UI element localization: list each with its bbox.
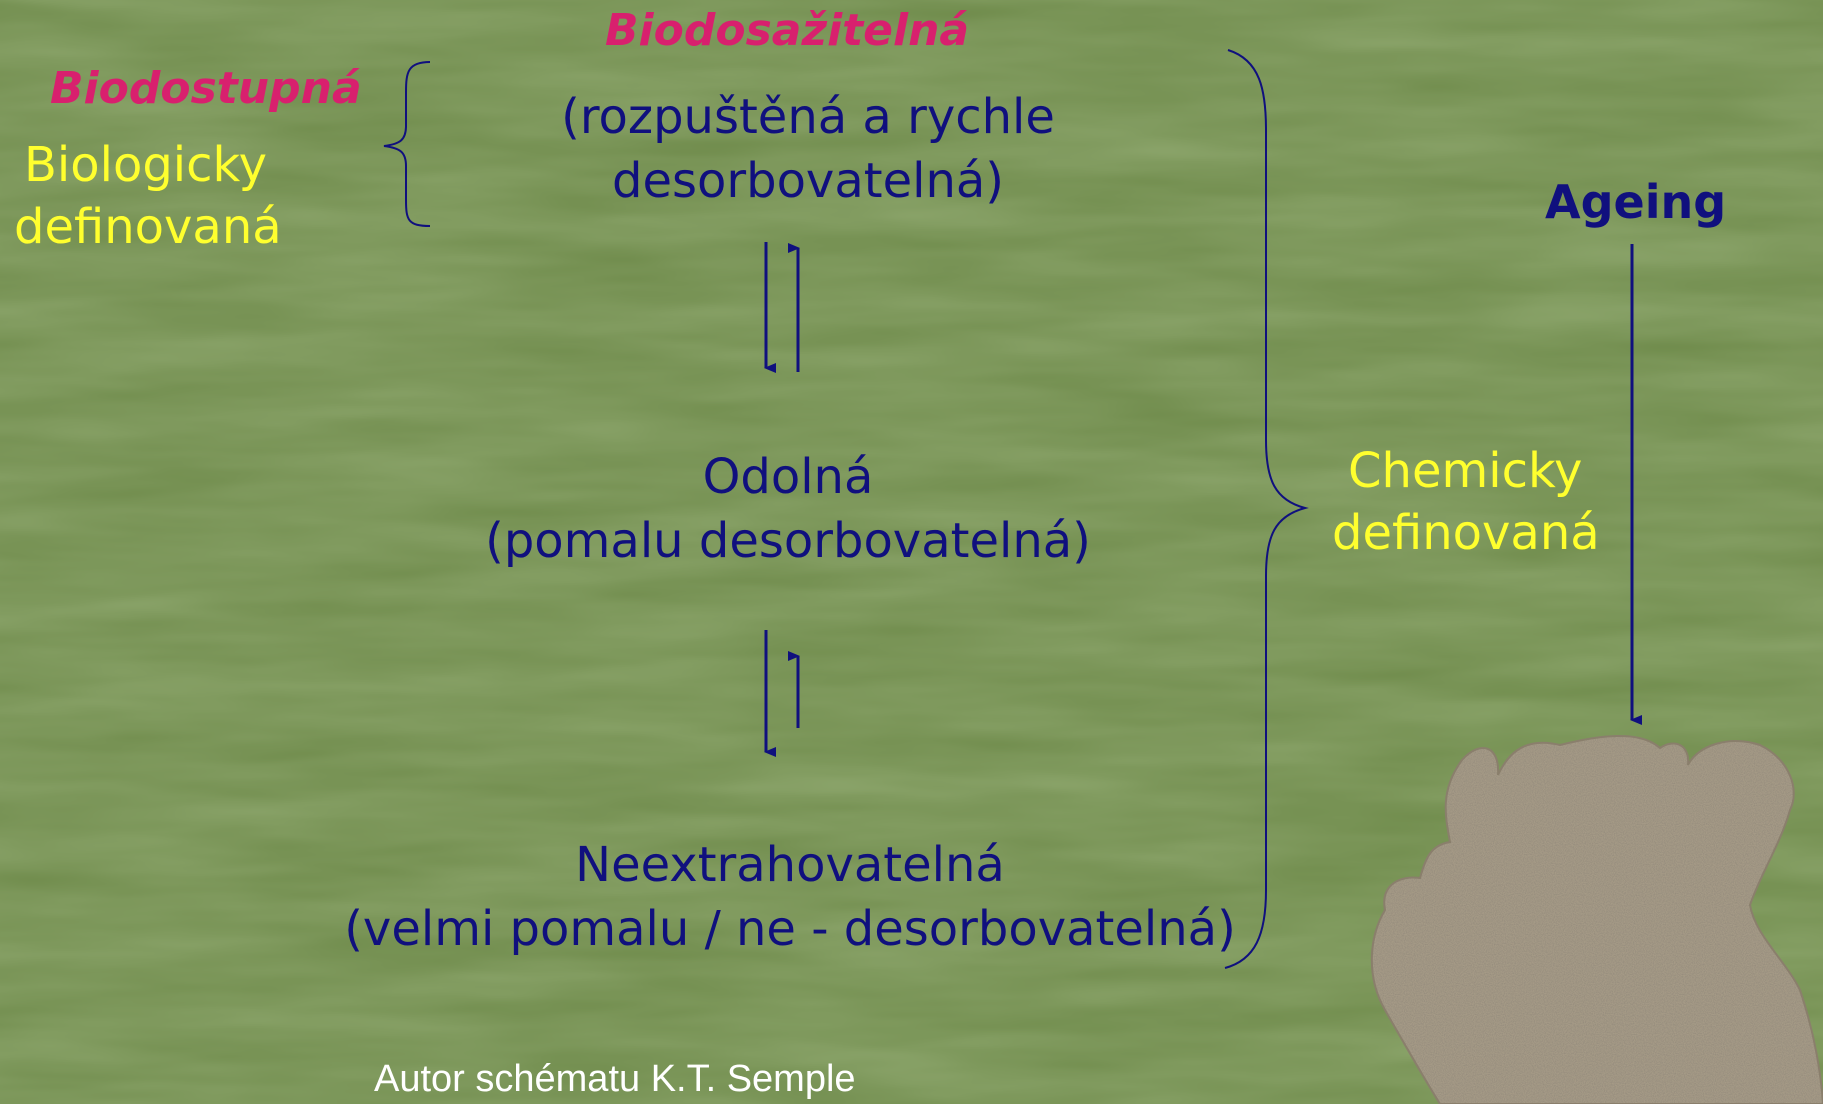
biodosazitelna-label: Biodosažitelná (605, 5, 970, 56)
fraction-1-line1: (rozpuštěná a rychle (561, 89, 1055, 145)
author-credit: Autor schématu K.T. Semple (374, 1058, 856, 1100)
fraction-3-line2: (velmi pomalu / ne - desorbovatelná) (344, 901, 1236, 957)
biologicky-label-line2: definovaná (14, 199, 282, 255)
fraction-1-line2: desorbovatelná) (611, 153, 1004, 209)
biodostupna-label: Biodostupná (50, 63, 362, 114)
left-brace (383, 61, 431, 227)
right-brace (1224, 49, 1309, 969)
fraction-3-line1: Neextrahovatelná (575, 837, 1005, 893)
fraction-2-line2: (pomalu desorbovatelná) (485, 513, 1091, 569)
biologicky-label-line1: Biologicky (24, 137, 268, 193)
ageing-label: Ageing (1545, 175, 1727, 229)
fraction-2-line1: Odolná (702, 449, 874, 505)
chemicky-label-line2: definovaná (1332, 505, 1600, 561)
chemicky-label-line1: Chemicky (1348, 443, 1583, 499)
